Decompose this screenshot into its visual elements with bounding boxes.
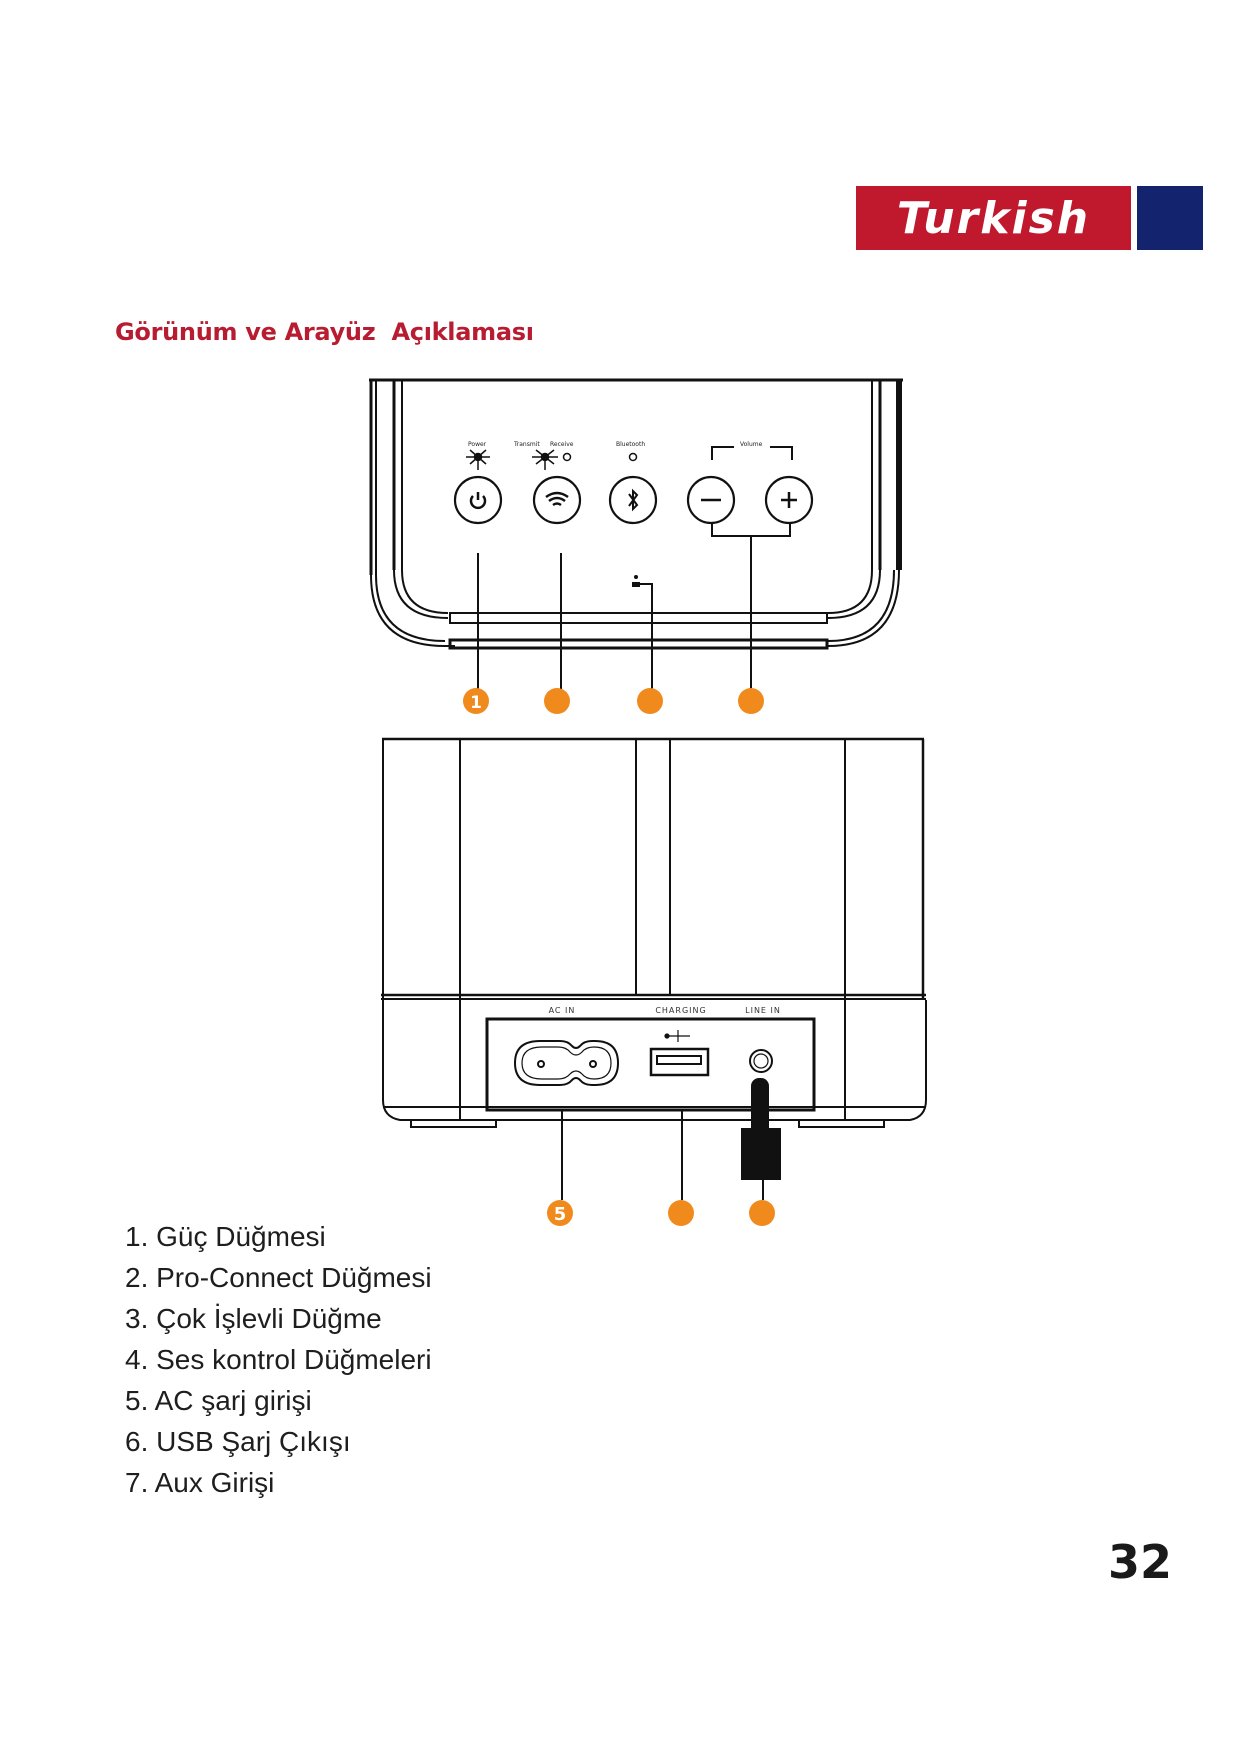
power-led-icon bbox=[466, 449, 490, 470]
volume-down-button[interactable] bbox=[686, 475, 736, 525]
label-line-in: LINE IN bbox=[745, 1006, 781, 1015]
ac-in-port bbox=[513, 1040, 620, 1086]
rear-callouts: 5 bbox=[547, 1200, 775, 1226]
pro-connect-button[interactable] bbox=[532, 475, 582, 525]
indicator-labels: Power Transmit Receive Bluetooth Volume bbox=[468, 441, 763, 448]
volume-bracket bbox=[711, 446, 793, 460]
top-leader-lines bbox=[477, 553, 562, 692]
label-power: Power bbox=[468, 441, 487, 448]
multifunction-button[interactable] bbox=[632, 575, 653, 692]
label-ac-in: AC IN bbox=[549, 1006, 576, 1015]
legend-item: 4. Ses kontrol Düğmeleri bbox=[125, 1344, 432, 1375]
legend-item: 3. Çok İşlevli Düğme bbox=[125, 1303, 382, 1334]
top-callouts: 1 bbox=[463, 688, 764, 714]
bluetooth-led-icon bbox=[628, 452, 638, 462]
usb-port bbox=[649, 1047, 710, 1077]
transmit-led-icon bbox=[532, 449, 558, 470]
callout-2 bbox=[544, 688, 570, 714]
plus-icon bbox=[781, 492, 797, 508]
bluetooth-icon bbox=[628, 488, 639, 512]
callout-1 bbox=[463, 688, 489, 714]
brand-logo-blue-block bbox=[1137, 186, 1203, 250]
callout-3 bbox=[637, 688, 663, 714]
label-transmit: Transmit bbox=[513, 441, 540, 448]
port-labels: AC IN CHARGING LINE IN bbox=[549, 1006, 781, 1015]
usb-symbol-icon bbox=[664, 1030, 690, 1042]
callout-5-label: 5 bbox=[554, 1204, 567, 1225]
power-icon bbox=[469, 492, 487, 510]
callout-1-label: 1 bbox=[470, 693, 482, 713]
brand-logo: Turkish bbox=[856, 186, 1203, 250]
volume-lower-bracket bbox=[711, 524, 791, 692]
legend-item: 7. Aux Girişi bbox=[125, 1467, 275, 1498]
callout-6 bbox=[668, 1200, 694, 1226]
top-view bbox=[369, 378, 903, 650]
label-receive: Receive bbox=[550, 441, 574, 448]
receive-led-icon bbox=[562, 452, 572, 462]
callout-7 bbox=[749, 1200, 775, 1226]
rear-view bbox=[381, 737, 927, 1128]
legend-item: 1. Güç Düğmesi bbox=[125, 1221, 326, 1252]
label-charging: CHARGING bbox=[655, 1006, 706, 1015]
aux-plug-icon bbox=[741, 1078, 781, 1180]
bluetooth-button[interactable] bbox=[608, 475, 658, 525]
rear-leader-lines bbox=[561, 1110, 764, 1200]
label-volume: Volume bbox=[740, 441, 763, 448]
callout-5 bbox=[547, 1200, 573, 1226]
brand-logo-text: Turkish bbox=[856, 186, 1131, 250]
legend-item: 6. USB Şarj Çıkışı bbox=[125, 1426, 351, 1457]
page-number: 32 bbox=[1108, 1535, 1173, 1589]
legend-item: 5. AC şarj girişi bbox=[125, 1385, 312, 1416]
line-in-port bbox=[749, 1049, 773, 1073]
wifi-icon bbox=[545, 491, 569, 507]
legend-item: 2. Pro-Connect Düğmesi bbox=[125, 1262, 432, 1293]
component-legend: 1. Güç Düğmesi 2. Pro-Connect Düğmesi 3.… bbox=[125, 1216, 432, 1503]
callout-4 bbox=[738, 688, 764, 714]
power-button[interactable] bbox=[453, 475, 503, 525]
volume-up-button[interactable] bbox=[764, 475, 814, 525]
label-bluetooth: Bluetooth bbox=[616, 441, 645, 448]
section-title: Görünüm ve Arayüz Açıklaması bbox=[115, 318, 534, 346]
